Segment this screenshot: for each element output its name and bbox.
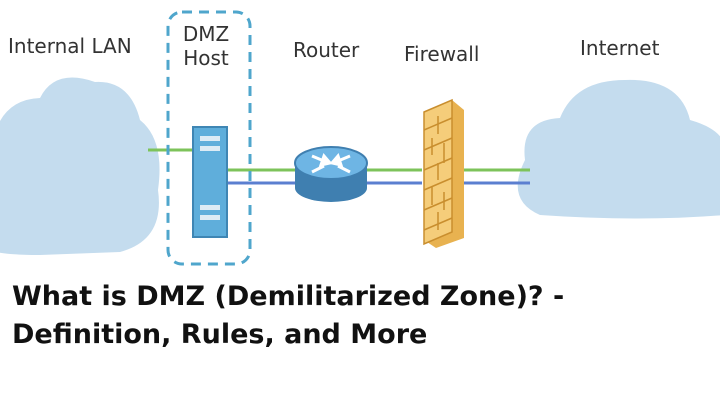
router-label: Router: [293, 38, 360, 62]
green-links: [148, 148, 530, 172]
dmz-label-line2: Host: [183, 46, 229, 70]
article-headline: What is DMZ (Demilitarized Zone)? - Defi…: [12, 278, 712, 354]
internal-lan-label: Internal LAN: [8, 34, 132, 58]
internal-lan-cloud: [0, 77, 160, 255]
server-icon: [192, 126, 228, 238]
firewall-icon: [423, 98, 464, 248]
network-diagram: [0, 10, 720, 266]
dmz-host-label: DMZ Host: [178, 22, 234, 70]
headline-line2: Definition, Rules, and More: [12, 319, 428, 350]
dmz-zone-box: [166, 10, 252, 266]
internet-label: Internet: [580, 36, 660, 60]
headline-line1: What is DMZ (Demilitarized Zone)? -: [12, 281, 565, 312]
dmz-label-line1: DMZ: [182, 22, 230, 46]
firewall-label: Firewall: [404, 42, 480, 66]
internet-cloud: [517, 79, 720, 219]
router-icon: [294, 146, 368, 202]
